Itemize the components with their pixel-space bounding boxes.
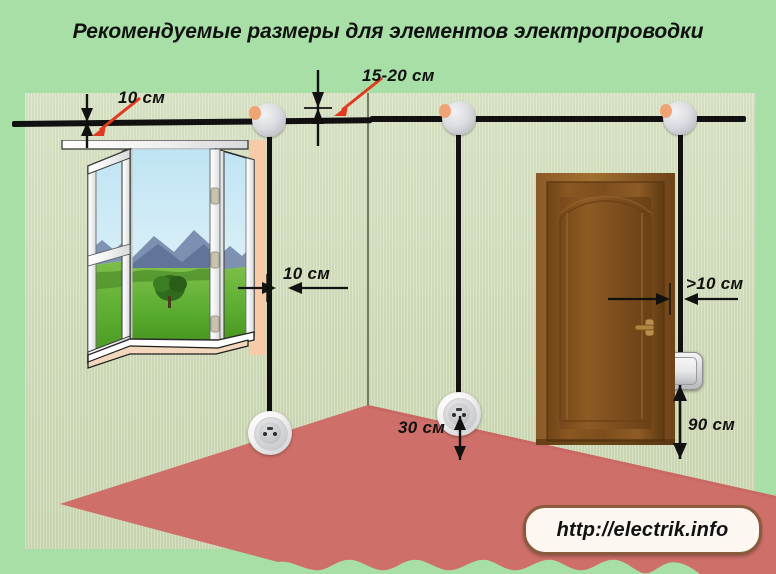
- pointer-arrow-junction-box: [316, 72, 396, 124]
- dimension-window-offset: [238, 268, 348, 308]
- socket-hole-left: [452, 413, 456, 417]
- dimension-ceiling-tick: [78, 114, 98, 134]
- label-door-offset: >10 см: [686, 274, 744, 293]
- junction-box-accent-icon: [439, 104, 451, 118]
- dimension-door-offset: [608, 279, 738, 319]
- watermark-badge[interactable]: http://electrik.info: [523, 505, 762, 555]
- junction-box-middle[interactable]: [439, 101, 476, 135]
- watermark-url: http://electrik.info: [556, 518, 729, 541]
- power-socket-left[interactable]: [248, 411, 292, 455]
- dimension-switch-height: [668, 383, 698, 461]
- junction-box-right[interactable]: [660, 101, 697, 135]
- socket-inner: [259, 422, 281, 444]
- ceiling-cable-right: [370, 116, 746, 122]
- socket-inner: [448, 403, 470, 425]
- socket-slot: [456, 408, 462, 411]
- cable-drop-to-socket-middle: [456, 128, 461, 400]
- socket-hole-left: [263, 432, 267, 436]
- page-title: Рекомендуемые размеры для элементов элек…: [72, 20, 704, 43]
- label-junction-offset: 15-20 см: [362, 66, 435, 85]
- socket-hole-right: [462, 413, 466, 417]
- label-switch-height: 90 см: [688, 415, 736, 434]
- pointer-arrow-ceiling-cable: [78, 92, 158, 142]
- cable-drop-to-switch: [678, 128, 683, 356]
- junction-box-accent-icon: [660, 104, 672, 118]
- wall-corner-line: [367, 93, 369, 443]
- dimension-socket-height: [448, 414, 478, 462]
- junction-box-accent-icon: [249, 106, 261, 120]
- cable-drop-to-socket-left: [267, 130, 272, 420]
- window-icon: [58, 140, 258, 369]
- label-ceiling-offset: 10 см: [118, 88, 166, 107]
- label-socket-height: 30 см: [398, 418, 446, 437]
- socket-hole-right: [273, 432, 277, 436]
- socket-slot: [267, 427, 273, 430]
- door-icon: [536, 173, 675, 445]
- label-window-offset: 10 см: [283, 264, 331, 283]
- junction-box-left[interactable]: [249, 103, 286, 137]
- dimension-junction-offset: [300, 68, 360, 150]
